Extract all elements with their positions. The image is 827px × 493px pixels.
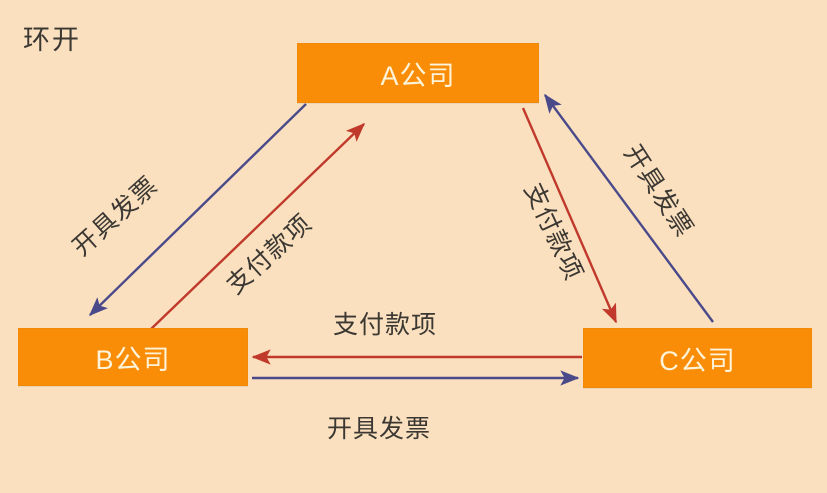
edge-label-invoice-b-to-c: 开具发票 [327,415,432,443]
node-company-b[interactable]: B公司 [18,328,248,386]
node-company-a-label: A公司 [380,60,456,91]
arrow-payment-b-to-a [149,123,366,331]
node-company-b-label: B公司 [95,344,171,375]
arrow-invoice-a-to-b [88,103,307,317]
diagram-title: 环开 [23,25,81,55]
arrow-invoice-c-to-a [544,93,714,323]
node-company-c[interactable]: C公司 [583,328,812,388]
node-company-a[interactable]: A公司 [297,43,539,103]
edge-label-payment-c-to-b: 支付款项 [333,311,438,339]
node-company-c-label: C公司 [659,345,736,376]
arrow-payment-a-to-c [521,107,618,324]
